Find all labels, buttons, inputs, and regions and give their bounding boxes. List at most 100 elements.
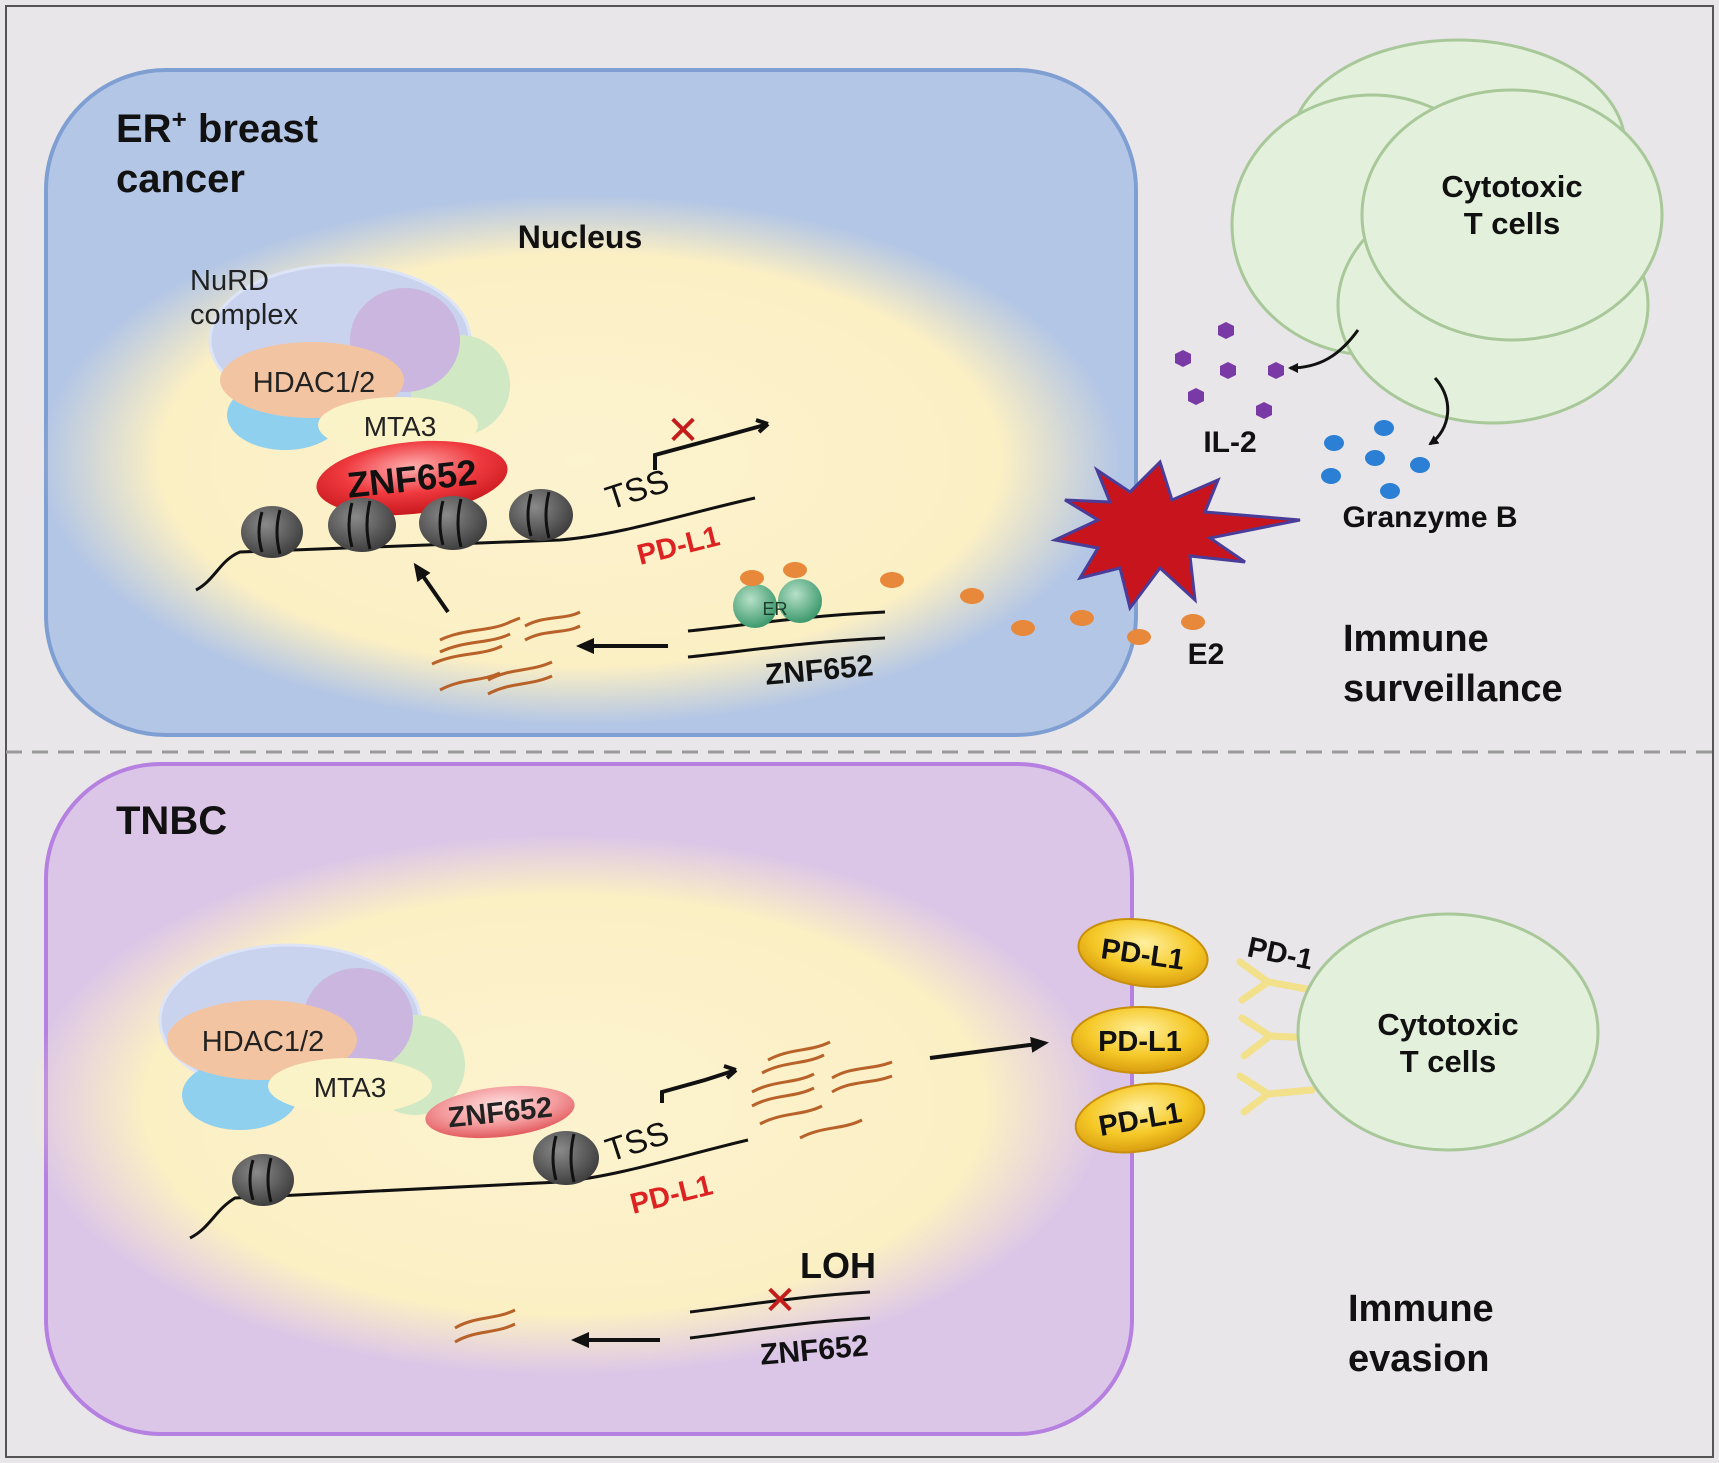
- pdl1-export-arrow: [929, 1036, 1049, 1060]
- granzyme-molecule: [1365, 450, 1385, 466]
- top-mrna-cluster: [431, 610, 581, 696]
- blocked-transcription-x: ✕: [666, 409, 700, 453]
- tcell: [1360, 88, 1664, 342]
- er-title: ER+ breast: [116, 104, 318, 151]
- er-receptor: [733, 584, 777, 628]
- il2-molecule: [1220, 362, 1236, 379]
- il2-molecule: [1188, 388, 1204, 405]
- granzyme-release-arrow: [1428, 376, 1450, 446]
- hdac-subunit: [220, 342, 404, 418]
- mrna: [454, 1308, 516, 1330]
- nucleosome: [328, 498, 396, 552]
- tnbc-title: TNBC: [116, 799, 227, 843]
- bottom-outcome-line1: Immune: [1348, 1288, 1494, 1330]
- mta3-subunit: [318, 397, 478, 453]
- top-outcome-line1: Immune: [1343, 618, 1489, 660]
- e2-molecule: [880, 572, 904, 588]
- mrna: [487, 660, 553, 682]
- top-znf652-gene-strand2: [687, 636, 886, 659]
- il2-molecules: [1175, 322, 1284, 419]
- cytotoxic-burst: [1050, 459, 1301, 612]
- er-title-line2: cancer: [116, 157, 245, 201]
- bottom-tss-arrowhead: [723, 1064, 738, 1080]
- top-tcell-label-line2: T cells: [1464, 206, 1561, 241]
- mrna: [767, 1040, 831, 1062]
- mrna: [439, 671, 501, 692]
- mrna: [799, 1118, 863, 1140]
- nurd-label-line1: NuRD: [190, 265, 269, 297]
- pdl1-mrna-cluster: [751, 1040, 893, 1140]
- bottom-tcell-label-line1: Cytotoxic: [1377, 1007, 1518, 1042]
- top-nucleosomes: [241, 489, 573, 558]
- il2-molecule: [1218, 322, 1234, 339]
- mrna: [439, 632, 511, 654]
- granzyme-molecule: [1374, 420, 1394, 436]
- er-label: ER: [762, 599, 787, 619]
- e2-label: E2: [1188, 638, 1225, 671]
- il2-release-arrow: [1288, 329, 1360, 373]
- mrna: [524, 624, 581, 642]
- pdl1-protein: [1077, 918, 1209, 988]
- mta3-label: MTA3: [364, 411, 437, 442]
- hdac-label: HDAC1/2: [202, 1026, 325, 1058]
- nucleus-label: Nucleus: [518, 219, 642, 255]
- mrna: [751, 1086, 815, 1108]
- loh-deletion-x: ✕: [763, 1279, 797, 1323]
- nucleosome: [533, 1131, 599, 1185]
- top-tcell-label-line1: Cytotoxic: [1441, 169, 1582, 204]
- granzyme-label: Granzyme B: [1342, 501, 1517, 534]
- granzyme-molecule: [1321, 468, 1341, 484]
- e2-molecule: [740, 570, 764, 586]
- bottom-outcome-line2: evasion: [1348, 1338, 1490, 1380]
- granzyme-molecule: [1380, 483, 1400, 499]
- translation-arrow: [413, 562, 450, 614]
- e2-molecule: [1011, 620, 1035, 636]
- bottom-tcell-label-line2: T cells: [1400, 1044, 1497, 1079]
- mrna: [831, 1074, 893, 1094]
- bottom-panel: TNBC HDAC1/2 MTA3 ZNF652 TSS PD-L1: [25, 762, 1600, 1436]
- loh-label: LOH: [800, 1245, 876, 1286]
- e2-molecule: [1127, 629, 1151, 645]
- pd1-receptor: [1236, 1072, 1316, 1116]
- pd1-receptor: [1236, 958, 1316, 1004]
- top-tcell-cluster: Cytotoxic T cells: [1230, 38, 1664, 425]
- nurd-label-line2: complex: [190, 299, 298, 331]
- mrna: [524, 610, 581, 628]
- hdac-label: HDAC1/2: [253, 367, 376, 399]
- pdl1-surface-label: PD-L1: [1098, 1026, 1182, 1058]
- il2-molecule: [1256, 402, 1272, 419]
- pdl1-protein: [1074, 1082, 1206, 1154]
- figure-border: [5, 5, 1714, 1458]
- pdl1-protein: [1071, 1006, 1209, 1074]
- mrna: [761, 1053, 825, 1075]
- nucleosome: [232, 1154, 294, 1206]
- top-tss-arrowhead: [755, 418, 770, 434]
- bottom-tcell: [1296, 912, 1600, 1152]
- il2-label: IL-2: [1203, 426, 1256, 459]
- top-panel: ER+ breast cancer Nucleus NuRD complex H…: [40, 38, 1664, 737]
- e2-molecule: [783, 562, 807, 578]
- pd1-receptors: [1236, 958, 1319, 1116]
- e2-molecules: [880, 572, 1205, 645]
- znf652-protein-reduced: [425, 1085, 575, 1139]
- bottom-nucleosomes: [232, 1131, 599, 1206]
- nucleosome: [419, 496, 487, 550]
- il2-molecule: [1175, 350, 1191, 367]
- mta3-label: MTA3: [314, 1072, 387, 1103]
- nucleosome: [241, 506, 303, 558]
- e2-molecule: [1070, 610, 1094, 626]
- er-receptor: [778, 579, 822, 623]
- nurd-complex: NuRD complex HDAC1/2 MTA3: [190, 263, 510, 453]
- bottom-znf652-gene-strand1: [689, 1290, 871, 1314]
- mrna: [831, 1060, 893, 1080]
- top-znf652-gene-strand1: [687, 610, 886, 633]
- il2-molecule: [1268, 362, 1284, 379]
- mta3-subunit: [268, 1058, 432, 1114]
- bottom-znf652-gene-strand2: [689, 1316, 871, 1340]
- granzyme-molecule: [1410, 457, 1430, 473]
- mrna: [487, 674, 553, 696]
- e2-molecule: [1181, 614, 1205, 630]
- mrna: [759, 1104, 823, 1126]
- nucleosome: [509, 489, 573, 541]
